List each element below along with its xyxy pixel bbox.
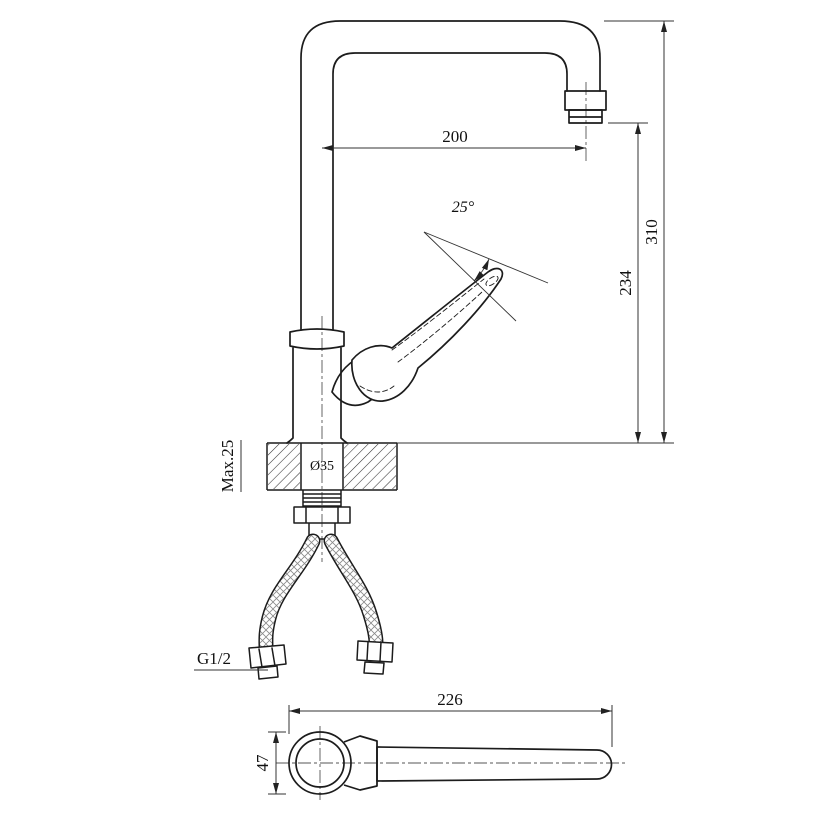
base-length-label: 226 bbox=[437, 690, 463, 709]
counter-hatch-right bbox=[344, 444, 396, 489]
body-flange bbox=[289, 328, 345, 350]
hose-right-tip bbox=[363, 661, 385, 675]
hose-left-nut bbox=[248, 644, 287, 669]
thread-label: G1/2 bbox=[197, 649, 231, 668]
locknut bbox=[293, 506, 351, 524]
hose-right-nut bbox=[356, 640, 394, 663]
dim-handle-angle: 25° bbox=[423, 199, 549, 322]
hose-right-braid bbox=[325, 535, 382, 649]
spout-outlet bbox=[564, 90, 607, 111]
dim-heights: 234 310 bbox=[397, 20, 674, 444]
hose-left-braid bbox=[259, 535, 319, 653]
hole-diameter-label: Ø35 bbox=[310, 459, 334, 474]
spout-reach-label: 200 bbox=[442, 127, 468, 146]
faucet-plan-view bbox=[288, 731, 613, 795]
handle-angle-label: 25° bbox=[452, 199, 475, 216]
body-column bbox=[286, 347, 348, 444]
spout-pipe-inner bbox=[332, 52, 568, 331]
threaded-shank bbox=[302, 490, 342, 507]
dim-counter: Max.25 Ø35 bbox=[218, 440, 334, 492]
hose-right-nut-facets bbox=[366, 641, 382, 662]
plan-handle-bar bbox=[376, 746, 613, 782]
base-diameter-label: 47 bbox=[253, 754, 272, 772]
hose-left-tip bbox=[257, 665, 279, 680]
spout-height-label: 234 bbox=[616, 270, 635, 296]
plan-base-inner-circle bbox=[295, 738, 345, 788]
supply-hoses bbox=[248, 533, 394, 680]
plan-base-outer-circle bbox=[288, 731, 352, 795]
max-thickness-label: Max.25 bbox=[218, 440, 237, 492]
hose-left-nut-facets bbox=[258, 647, 276, 668]
overall-height-label: 310 bbox=[642, 219, 661, 245]
faucet-side-view bbox=[286, 20, 607, 444]
under-counter-parts bbox=[293, 490, 351, 540]
aerator bbox=[568, 109, 603, 124]
lever-handle bbox=[351, 267, 504, 402]
dim-spout-reach: 200 bbox=[322, 127, 586, 151]
lever-hidden-lines bbox=[359, 275, 499, 393]
counter-hatch-left bbox=[268, 444, 300, 489]
dim-plan: 226 47 bbox=[253, 690, 613, 795]
spout-pipe-outer bbox=[300, 20, 601, 331]
dim-thread: G1/2 bbox=[194, 649, 268, 671]
countertop-section bbox=[266, 442, 398, 491]
